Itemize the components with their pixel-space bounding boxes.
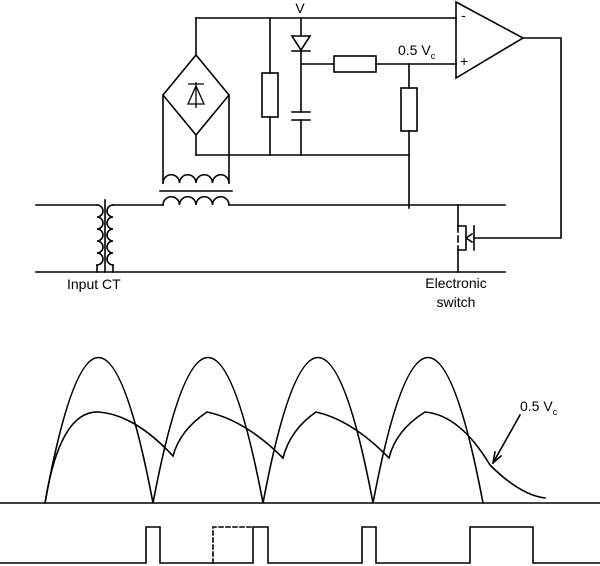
r1-resistor (261, 72, 279, 118)
bridge-rectifier (161, 17, 231, 184)
switch-body (457, 225, 467, 251)
input-ct-label: Input CT (67, 276, 121, 292)
opamp-triangle (455, 0, 525, 80)
pulse-train (0, 526, 600, 564)
callout-arrowhead-icon (491, 451, 503, 465)
capacitor-icon (291, 111, 311, 121)
waveform-reference-label: 0.5 Vc (520, 398, 558, 417)
supply-diode-icon (290, 35, 312, 52)
bridge-diode-icon (186, 82, 206, 108)
opamp-minus-label: - (461, 7, 466, 23)
opamp-plus-label: + (460, 53, 468, 69)
switch-label-line2: switch (437, 294, 476, 310)
ct-primary-coil (96, 204, 104, 266)
opamp (455, 0, 562, 239)
electronic-switch (457, 204, 475, 273)
circuit: V 0.5 Vc - + Input CT Electronic switch (35, 0, 562, 310)
coupling-coil-top (162, 174, 230, 184)
missing-pulse-dashed (212, 526, 254, 564)
ct-secondary-coil (106, 204, 114, 266)
coupling-coil-bottom (162, 196, 230, 206)
reference-label: 0.5 Vc (398, 42, 436, 61)
waveforms: 0.5 Vc (0, 357, 600, 564)
input-ct (35, 199, 506, 273)
callout-line (491, 413, 522, 465)
r3-resistor (400, 87, 418, 132)
switch-label-line1: Electronic (425, 275, 486, 291)
supply-label: V (295, 0, 305, 16)
r2-resistor (333, 55, 377, 73)
opamp-output-wire (473, 37, 562, 239)
reference-waveform (44, 411, 546, 504)
switch-arrow-icon (464, 232, 474, 244)
rectified-waveform (44, 357, 484, 504)
